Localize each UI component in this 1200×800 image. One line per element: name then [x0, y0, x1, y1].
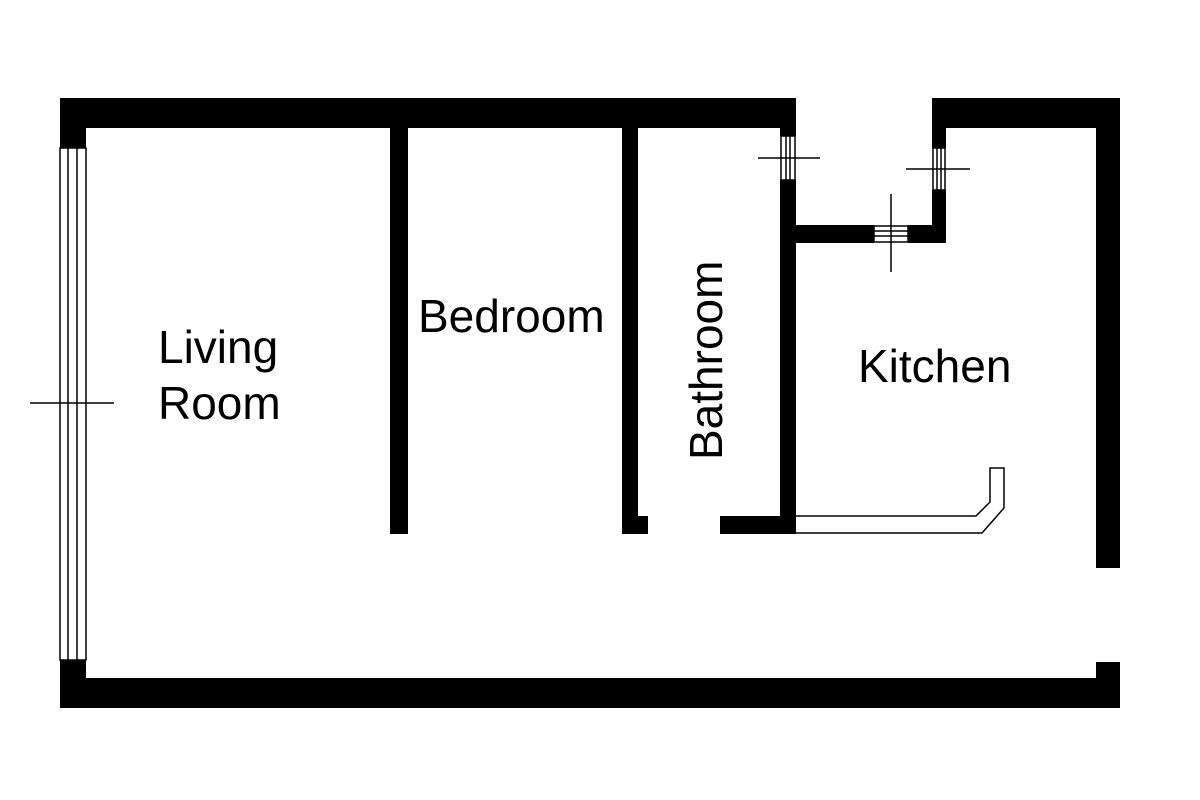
- right-wall-lower-stub: [1096, 662, 1120, 708]
- kitchen-alcove-wall-vertical: [932, 128, 946, 148]
- left-wall-bottom-stub: [60, 660, 86, 708]
- bathroom-kitchen-wall: [780, 180, 796, 534]
- exterior-walls: [60, 98, 1120, 708]
- kitchen-alcove-vent-horizontal: [873, 194, 909, 272]
- bathroom-kitchen-wall-top: [780, 128, 796, 136]
- bedroom-label: Bedroom: [418, 290, 605, 342]
- bedroom-bathroom-wall: [622, 128, 638, 534]
- kitchen-alcove-wall-vertical-lower: [932, 190, 946, 243]
- living-bedroom-wall: [390, 128, 408, 534]
- bathroom-bottom-wall: [720, 516, 796, 534]
- living-room-window: [30, 147, 114, 661]
- kitchen-counter: [796, 467, 1005, 534]
- kitchen-alcove-wall-left: [796, 225, 874, 243]
- top-wall-left: [60, 98, 796, 128]
- top-wall-right: [932, 98, 1120, 128]
- living-room-label-line2: Room: [158, 377, 281, 429]
- bathroom-label: Bathroom: [680, 261, 732, 460]
- kitchen-label: Kitchen: [858, 340, 1011, 392]
- living-room-label-line1: Living: [158, 321, 278, 373]
- right-wall-upper: [1096, 98, 1120, 568]
- kitchen-alcove-vent-vertical: [906, 147, 970, 191]
- room-labels: Living Room Bedroom Bathroom Kitchen: [158, 261, 1011, 460]
- interior-walls: [390, 128, 946, 534]
- bottom-wall: [60, 678, 1120, 708]
- bedroom-bathroom-wall-foot: [622, 516, 648, 534]
- left-wall-top-stub: [60, 98, 86, 148]
- bathroom-vent: [758, 135, 820, 181]
